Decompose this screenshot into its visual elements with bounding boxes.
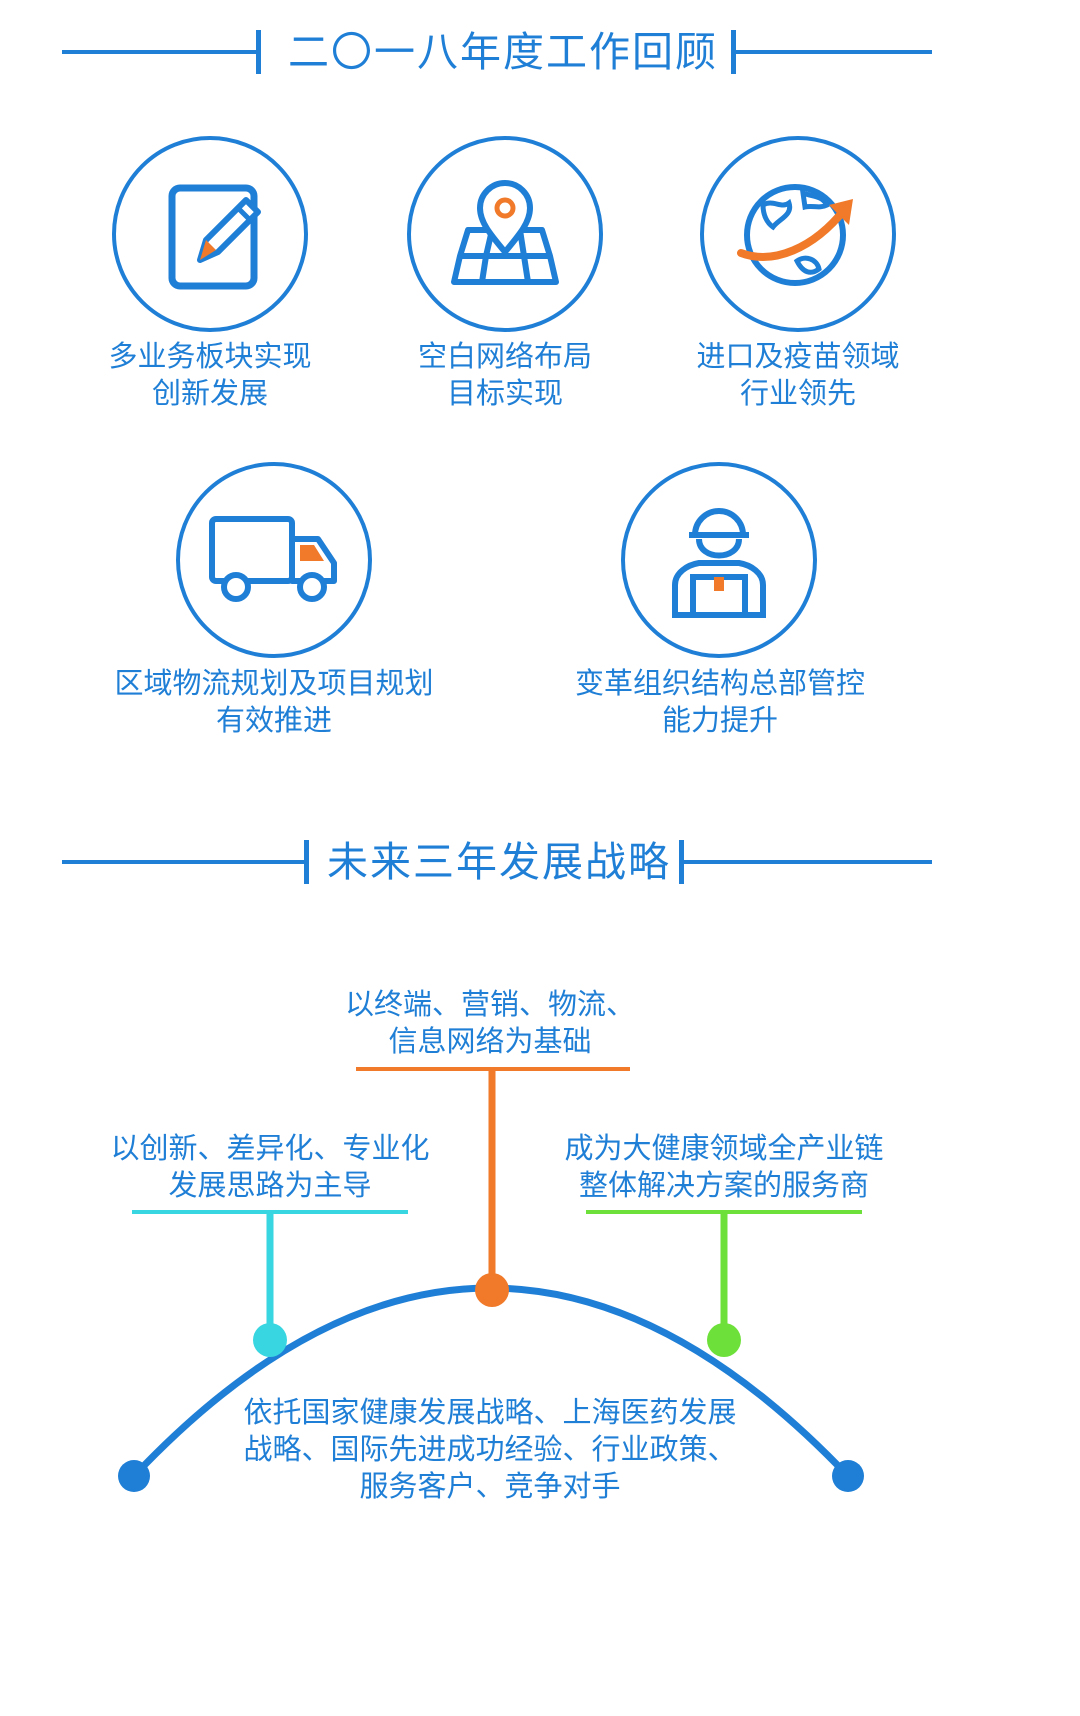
branch-right-dot (707, 1323, 741, 1357)
courier-worker-circle (621, 462, 817, 658)
review-item-2-caption: 空白网络布局 目标实现 (417, 339, 592, 410)
header-bar-right (731, 30, 736, 74)
edit-document-circle (112, 136, 308, 332)
branch-top-dot (475, 1273, 509, 1307)
map-location-circle (407, 136, 603, 332)
delivery-truck-icon (209, 516, 337, 602)
section-strategy-title: 未来三年发展战略 (327, 838, 671, 886)
delivery-truck-circle (176, 462, 372, 658)
header-line-right (736, 50, 932, 54)
arc-left-end-dot (118, 1460, 150, 1492)
branch-left-text: 以创新、差异化、专业化 发展思路为主导 (110, 1131, 430, 1202)
courier-worker-icon (672, 508, 766, 618)
foundation-text: 依托国家健康发展战略、上海医药发展 战略、国际先进成功经验、行业政策、 服务客户… (243, 1395, 737, 1503)
arc-right-end-dot (832, 1460, 864, 1492)
header2-line-left (62, 860, 306, 864)
header2-line-right (684, 860, 932, 864)
branch-left-dot (253, 1323, 287, 1357)
branch-top-text: 以终端、营销、物流、 信息网络为基础 (344, 987, 635, 1058)
header-bar-left (256, 30, 261, 74)
branch-right-text: 成为大健康领域全产业链 整体解决方案的服务商 (564, 1131, 884, 1202)
globe-growth-icon (737, 184, 853, 286)
section-review-header: 二〇一八年度工作回顾 (0, 22, 1080, 82)
globe-growth-circle (700, 136, 896, 332)
map-location-icon (451, 180, 559, 285)
header2-bar-right (679, 840, 684, 884)
section-strategy-header: 未来三年发展战略 (0, 832, 1080, 892)
section-review-title: 二〇一八年度工作回顾 (288, 28, 718, 76)
header2-bar-left (304, 840, 309, 884)
review-item-1-caption: 多业务板块实现 创新发展 (108, 339, 312, 410)
review-item-3-caption: 进口及疫苗领域 行业领先 (696, 339, 900, 410)
review-item-4-caption: 区域物流规划及项目规划 有效推进 (114, 666, 434, 737)
header-line-left (62, 50, 258, 54)
edit-document-icon (168, 184, 261, 290)
review-item-5-caption: 变革组织结构总部管控 能力提升 (574, 666, 865, 737)
